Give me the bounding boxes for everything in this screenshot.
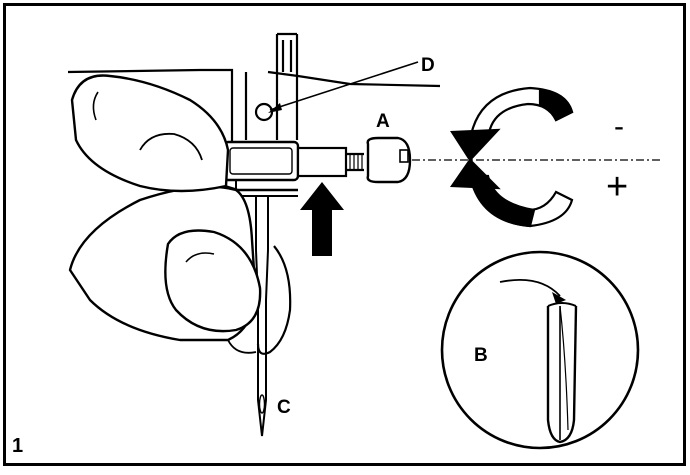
plus-sign: + bbox=[606, 166, 629, 208]
flat-side-arrowhead bbox=[552, 292, 566, 304]
rotation-arrows-icon bbox=[449, 86, 574, 228]
needle-clamp bbox=[216, 140, 300, 197]
clamp-screw-head bbox=[366, 136, 412, 184]
label-b: B bbox=[474, 345, 488, 366]
clamp-screw bbox=[296, 146, 364, 178]
leader-arrowhead-d bbox=[268, 103, 282, 113]
up-arrow-icon bbox=[300, 182, 344, 256]
label-d: D bbox=[421, 55, 435, 76]
flat-side-arrow bbox=[499, 279, 561, 297]
machine-housing bbox=[67, 68, 441, 150]
label-a: A bbox=[376, 111, 390, 132]
needle-bar bbox=[275, 32, 299, 140]
minus-sign: - bbox=[614, 110, 624, 143]
needle bbox=[255, 196, 269, 437]
needle-detail-inset bbox=[440, 250, 640, 450]
leader-line-d bbox=[269, 61, 419, 111]
hand-illustration bbox=[68, 74, 292, 355]
label-c: C bbox=[277, 397, 291, 418]
figure-number: 1 bbox=[12, 435, 24, 457]
